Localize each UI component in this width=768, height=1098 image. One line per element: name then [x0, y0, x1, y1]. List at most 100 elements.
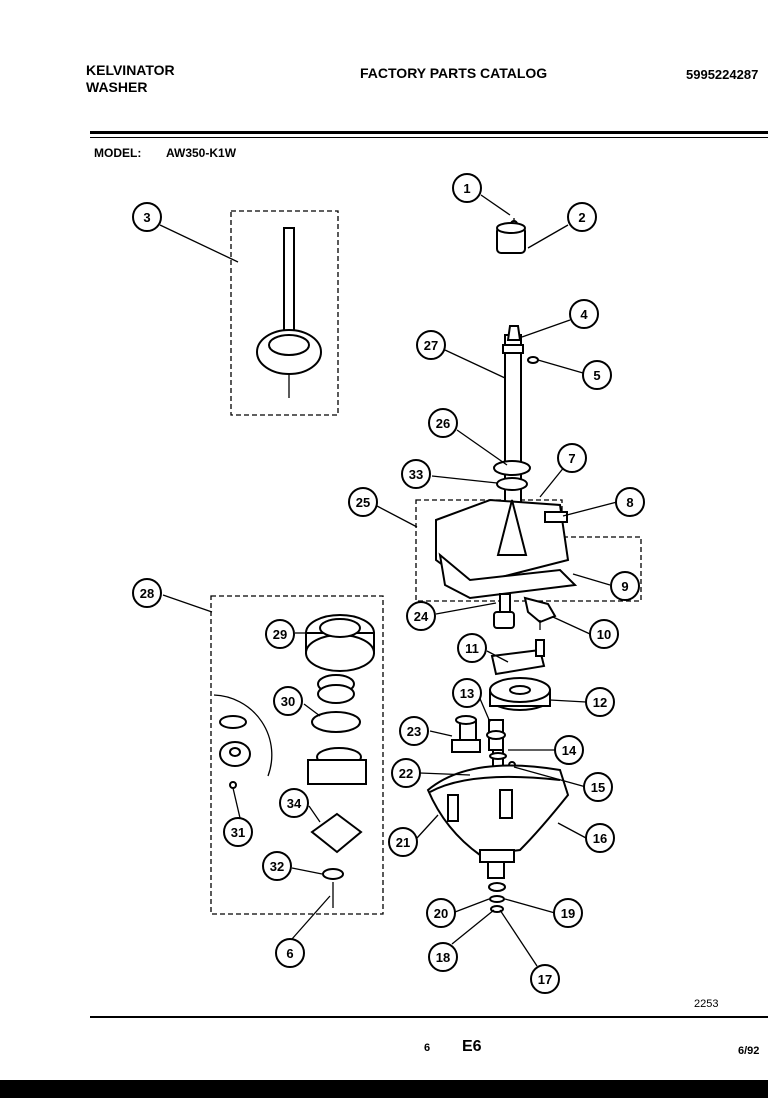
- page-number: 6: [424, 1042, 431, 1054]
- callout-9: 9: [610, 571, 640, 601]
- seal-kit-parts: [305, 614, 375, 908]
- rod-pin: [535, 639, 545, 657]
- callout-8: 8: [615, 487, 645, 517]
- agitator-shaft-assembly: [256, 227, 322, 398]
- bearing-part: [496, 477, 528, 491]
- callout-label-33: 33: [409, 467, 423, 482]
- callout-label-30: 30: [281, 694, 295, 709]
- callout-5: 5: [582, 360, 612, 390]
- callout-33: 33: [401, 459, 431, 489]
- callout-24: 24: [406, 601, 436, 631]
- callout-label-21: 21: [396, 835, 410, 850]
- callout-30: 30: [273, 686, 303, 716]
- section-code: E6: [462, 1038, 482, 1055]
- callout-14: 14: [554, 735, 584, 765]
- callout-34: 34: [279, 788, 309, 818]
- callout-label-4: 4: [580, 307, 588, 322]
- footer-rule: [90, 1016, 768, 1018]
- callout-label-27: 27: [424, 338, 438, 353]
- inset-parts: [219, 715, 251, 789]
- callout-label-2: 2: [578, 210, 585, 225]
- callout-16: 16: [585, 823, 615, 853]
- callout-label-22: 22: [399, 766, 413, 781]
- callout-label-31: 31: [231, 825, 245, 840]
- catalog-title: FACTORY PARTS CATALOG: [360, 65, 548, 81]
- page-date: 6/92: [738, 1045, 760, 1057]
- callout-label-32: 32: [270, 859, 284, 874]
- idler-gear: [451, 715, 481, 753]
- gear-housing: [426, 764, 570, 879]
- drawing-number: 2253: [694, 998, 718, 1010]
- callout-18: 18: [428, 942, 458, 972]
- model-label: MODEL:: [94, 146, 142, 160]
- callout-11: 11: [457, 633, 487, 663]
- callout-27: 27: [416, 330, 446, 360]
- callout-26: 26: [428, 408, 458, 438]
- callout-19: 19: [553, 898, 583, 928]
- callout-label-7: 7: [568, 451, 575, 466]
- header-rule-thin: [90, 137, 768, 138]
- brand-name: KELVINATOR WASHER: [86, 62, 175, 96]
- callout-29: 29: [265, 619, 295, 649]
- callout-label-23: 23: [407, 724, 421, 739]
- cam-part: [523, 596, 557, 630]
- callout-label-9: 9: [621, 579, 628, 594]
- connecting-rod: [490, 648, 546, 676]
- callout-label-8: 8: [626, 495, 633, 510]
- callout-32: 32: [262, 851, 292, 881]
- inset-arc: [213, 694, 273, 777]
- callout-17: 17: [530, 964, 560, 994]
- callout-7: 7: [557, 443, 587, 473]
- subassembly-box-28: [210, 595, 384, 915]
- callout-label-10: 10: [597, 627, 611, 642]
- callout-1: 1: [452, 173, 482, 203]
- callout-6: 6: [275, 938, 305, 968]
- callout-label-20: 20: [434, 906, 448, 921]
- header-rule-thick: [90, 131, 768, 134]
- callout-label-1: 1: [463, 181, 470, 196]
- callout-label-29: 29: [273, 627, 287, 642]
- pinion-gear: [493, 593, 515, 629]
- callout-3: 3: [132, 202, 162, 232]
- subassembly-box-25: [415, 499, 642, 602]
- callout-label-14: 14: [562, 743, 577, 758]
- callout-label-15: 15: [591, 780, 605, 795]
- callout-label-3: 3: [143, 210, 150, 225]
- lower-shaft-parts: [488, 882, 506, 913]
- callout-15: 15: [583, 772, 613, 802]
- callout-25: 25: [348, 487, 378, 517]
- callout-label-28: 28: [140, 586, 154, 601]
- leader-lines: [159, 194, 618, 967]
- callout-20: 20: [426, 898, 456, 928]
- gearcase-cover: [435, 498, 578, 600]
- callout-label-6: 6: [286, 946, 293, 961]
- callout-label-26: 26: [436, 416, 450, 431]
- model-value: AW350-K1W: [166, 146, 237, 160]
- callout-28: 28: [132, 578, 162, 608]
- callout-4: 4: [569, 299, 599, 329]
- callout-22: 22: [391, 758, 421, 788]
- drive-gear: [489, 677, 551, 711]
- callout-2: 2: [567, 202, 597, 232]
- callout-12: 12: [585, 687, 615, 717]
- callout-label-18: 18: [436, 950, 450, 965]
- callout-label-12: 12: [593, 695, 607, 710]
- callout-label-24: 24: [414, 609, 429, 624]
- callout-label-5: 5: [593, 368, 600, 383]
- seal-part: [493, 460, 531, 476]
- callout-label-34: 34: [287, 796, 302, 811]
- callout-label-17: 17: [538, 972, 552, 987]
- catalog-number: 5995224287: [686, 67, 759, 82]
- callout-10: 10: [589, 619, 619, 649]
- coupling-part: [496, 222, 526, 254]
- brand-line-1: KELVINATOR: [86, 62, 175, 78]
- callout-23: 23: [399, 716, 429, 746]
- callout-label-25: 25: [356, 495, 370, 510]
- callout-21: 21: [388, 827, 418, 857]
- callout-label-19: 19: [561, 906, 575, 921]
- callout-13: 13: [452, 678, 482, 708]
- callout-label-16: 16: [593, 831, 607, 846]
- callout-label-13: 13: [460, 686, 474, 701]
- brand-line-2: WASHER: [86, 79, 148, 95]
